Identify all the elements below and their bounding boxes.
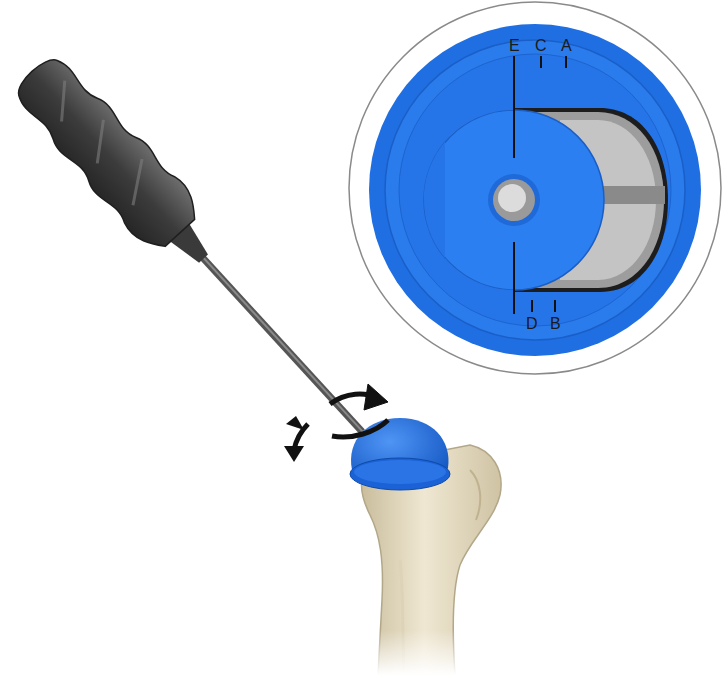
head-trial	[350, 418, 450, 490]
screwdriver	[6, 47, 389, 456]
position-letter: E	[509, 38, 520, 54]
index-marks	[514, 56, 566, 314]
position-letter: A	[561, 38, 572, 54]
position-letter: B	[550, 316, 561, 332]
rotation-arrows	[284, 384, 388, 462]
position-letter: C	[535, 38, 547, 54]
position-letter: D	[526, 316, 538, 332]
inset-view	[349, 2, 721, 374]
